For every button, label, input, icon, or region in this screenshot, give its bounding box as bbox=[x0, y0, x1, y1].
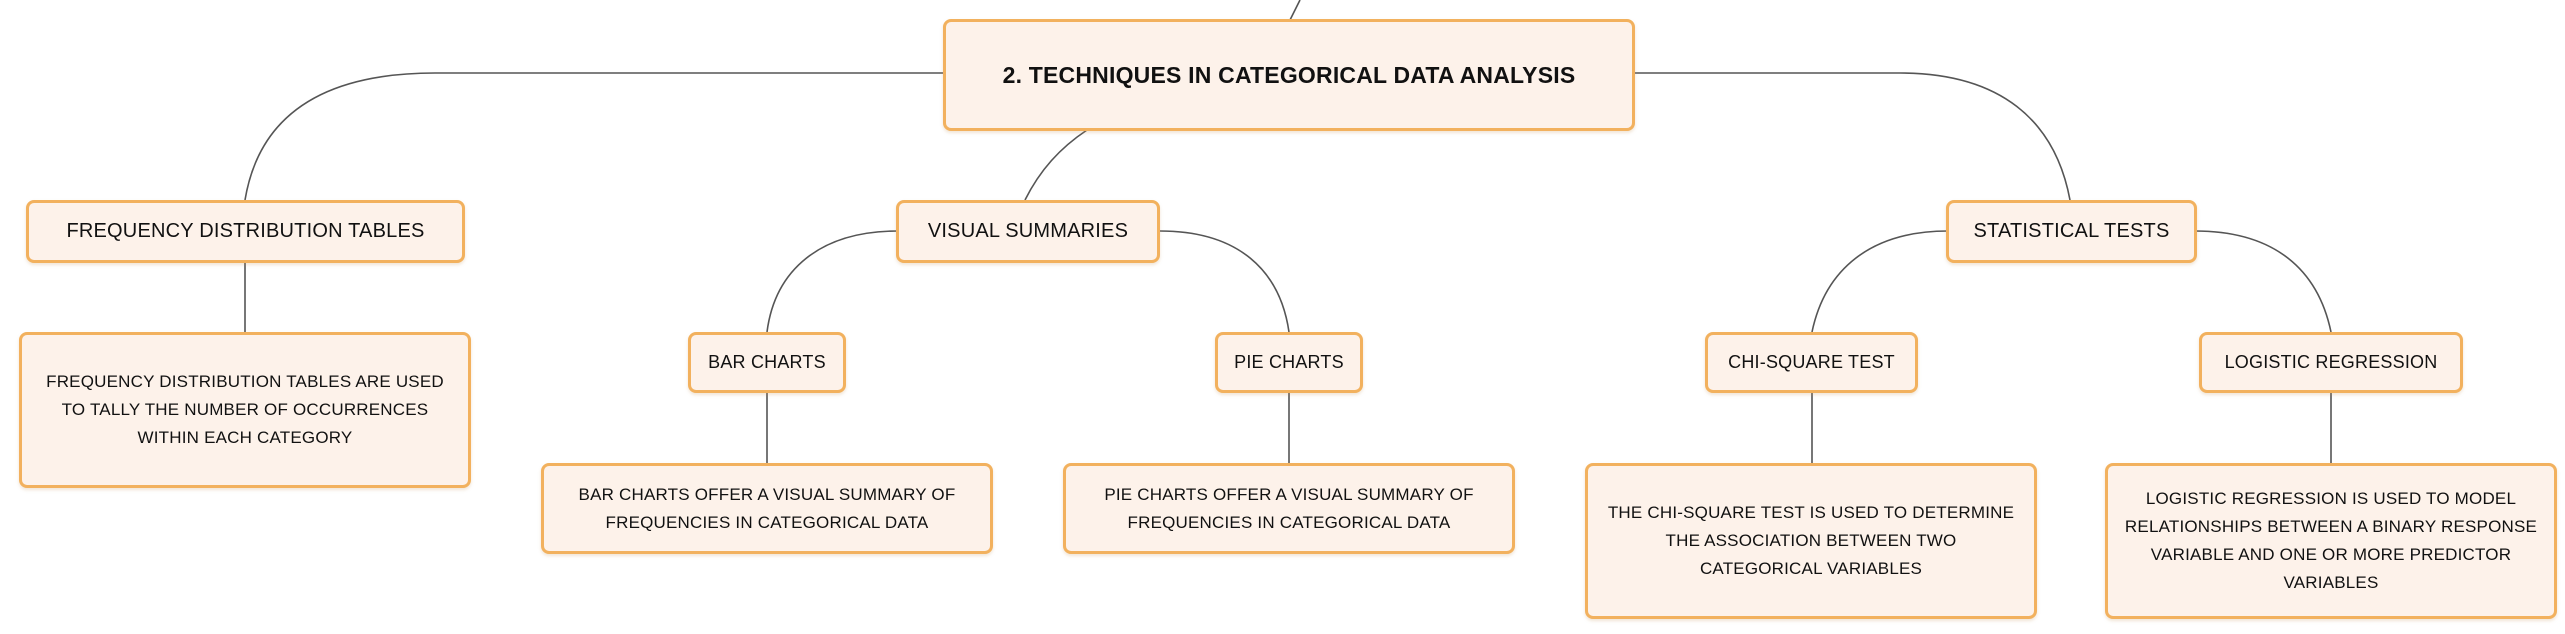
frequency-tables-description-text: FREQUENCY DISTRIBUTION TABLES ARE USED T… bbox=[46, 372, 444, 447]
chi-square-label: CHI-SQUARE TEST bbox=[1728, 352, 1895, 372]
pie-charts-description: PIE CHARTS OFFER A VISUAL SUMMARY OF FRE… bbox=[1063, 463, 1515, 554]
root-label: 2. TECHNIQUES IN CATEGORICAL DATA ANALYS… bbox=[1002, 61, 1576, 88]
logistic-regression-description-text: LOGISTIC REGRESSION IS USED TO MODEL REL… bbox=[2124, 489, 2538, 592]
pie-charts-description-text: PIE CHARTS OFFER A VISUAL SUMMARY OF FRE… bbox=[1104, 484, 1474, 532]
connector-root-visual-summaries bbox=[1024, 129, 1088, 201]
root-node[interactable]: 2. TECHNIQUES IN CATEGORICAL DATA ANALYS… bbox=[943, 19, 1635, 131]
connector-visual-summaries-pie-charts bbox=[1159, 230, 1290, 333]
connector-root-frequency-tables bbox=[244, 72, 945, 201]
statistical-tests-label: STATISTICAL TESTS bbox=[1973, 220, 2170, 242]
chi-square-node[interactable]: CHI-SQUARE TEST bbox=[1705, 332, 1918, 393]
logistic-regression-description: LOGISTIC REGRESSION IS USED TO MODEL REL… bbox=[2105, 463, 2557, 619]
statistical-tests-node[interactable]: STATISTICAL TESTS bbox=[1946, 200, 2197, 263]
connector-parent-root bbox=[1289, 0, 1301, 21]
pie-charts-node[interactable]: PIE CHARTS bbox=[1215, 332, 1363, 393]
bar-charts-description: BAR CHARTS OFFER A VISUAL SUMMARY OF FRE… bbox=[541, 463, 993, 554]
bar-charts-label: BAR CHARTS bbox=[708, 352, 826, 372]
connector-statistical-tests-logistic-regression bbox=[2194, 230, 2332, 333]
visual-summaries-node[interactable]: VISUAL SUMMARIES bbox=[896, 200, 1160, 263]
pie-charts-label: PIE CHARTS bbox=[1234, 352, 1344, 372]
bar-charts-description-text: BAR CHARTS OFFER A VISUAL SUMMARY OF FRE… bbox=[578, 484, 956, 532]
connector-statistical-tests-chi-square bbox=[1811, 230, 1949, 333]
logistic-regression-label: LOGISTIC REGRESSION bbox=[2224, 352, 2438, 372]
chi-square-description-text: THE CHI-SQUARE TEST IS USED TO DETERMINE… bbox=[1607, 503, 2015, 578]
visual-summaries-label: VISUAL SUMMARIES bbox=[927, 220, 1129, 242]
logistic-regression-node[interactable]: LOGISTIC REGRESSION bbox=[2199, 332, 2463, 393]
frequency-tables-description: FREQUENCY DISTRIBUTION TABLES ARE USED T… bbox=[19, 332, 471, 488]
bar-charts-node[interactable]: BAR CHARTS bbox=[688, 332, 846, 393]
frequency-tables-node[interactable]: FREQUENCY DISTRIBUTION TABLES bbox=[26, 200, 465, 263]
connector-root-statistical-tests bbox=[1635, 72, 2071, 201]
frequency-tables-label: FREQUENCY DISTRIBUTION TABLES bbox=[66, 220, 425, 242]
connector-visual-summaries-bar-charts bbox=[766, 230, 899, 333]
chi-square-description: THE CHI-SQUARE TEST IS USED TO DETERMINE… bbox=[1585, 463, 2037, 619]
